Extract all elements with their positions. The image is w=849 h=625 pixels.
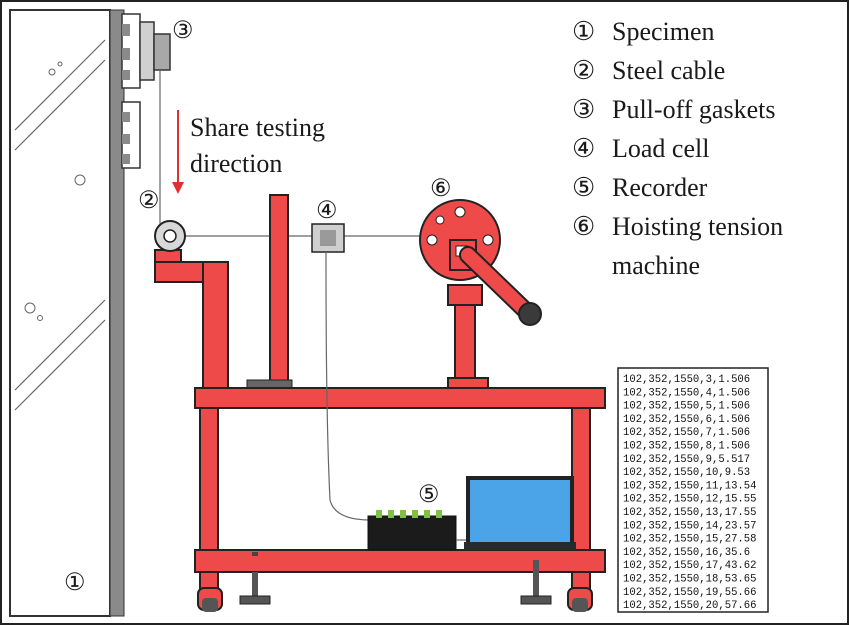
- hoisting-machine: [419, 199, 542, 326]
- direction-label-line2: direction: [190, 149, 282, 178]
- legend-num-4: ④: [572, 134, 595, 163]
- callout-gaskets: ③: [172, 18, 194, 44]
- callout-recorder: ⑤: [418, 482, 440, 508]
- callout-specimen: ①: [64, 570, 86, 596]
- support-wall: [109, 9, 125, 617]
- readout-line: 102,352,1550,7,1.506: [623, 427, 750, 439]
- readout-line: 102,352,1550,19,55.66: [623, 587, 757, 599]
- callout-load-cell: ④: [316, 198, 338, 224]
- readout-line: 102,352,1550,13,17.55: [623, 507, 757, 519]
- readout-line: 102,352,1550,6,1.506: [623, 414, 750, 426]
- readout-line: 102,352,1550,11,13.54: [623, 480, 757, 492]
- legend-label-6: Hoisting tension: [612, 212, 783, 241]
- legend-num-6: ⑥: [572, 212, 595, 241]
- readout-line: 102,352,1550,3,1.506: [623, 374, 750, 386]
- readout-line: 102,352,1550,4,1.506: [623, 387, 750, 399]
- pulley: [154, 220, 186, 252]
- legend-num-5: ⑤: [572, 173, 595, 202]
- readout-line: 102,352,1550,8,1.506: [623, 441, 750, 453]
- legend-label-5: Recorder: [612, 173, 708, 202]
- readout-line: 102,352,1550,17,43.62: [623, 560, 757, 572]
- readout-line: 102,352,1550,5,1.506: [623, 401, 750, 413]
- direction-label-line1: Share testing: [190, 113, 325, 142]
- readout-lines: 102,352,1550,3,1.506102,352,1550,4,1.506…: [623, 374, 757, 612]
- specimen-panel: [9, 9, 111, 617]
- readout-panel: [617, 367, 769, 613]
- test-frame: [154, 194, 606, 591]
- recorder-device: [367, 510, 470, 551]
- callout-hoist: ⑥: [430, 176, 452, 202]
- legend: ① Specimen ② Steel cable ③ Pull-off gask…: [572, 17, 783, 280]
- legend-label-2: Steel cable: [612, 56, 725, 85]
- caster-wheels: [197, 587, 593, 612]
- monitor: [464, 476, 576, 550]
- leveling-feet: [239, 552, 552, 605]
- legend-label-1: Specimen: [612, 17, 715, 46]
- legend-num-1: ①: [572, 17, 595, 46]
- pull-off-gaskets: [121, 13, 171, 169]
- direction-arrow: [172, 110, 184, 194]
- readout-line: 102,352,1550,10,9.53: [623, 467, 750, 479]
- legend-label-4: Load cell: [612, 134, 709, 163]
- readout-line: 102,352,1550,16,35.6: [623, 547, 750, 559]
- callout-cable: ②: [138, 188, 160, 214]
- legend-label-3: Pull-off gaskets: [612, 95, 775, 124]
- legend-num-3: ③: [572, 95, 595, 124]
- readout-line: 102,352,1550,9,5.517: [623, 454, 750, 466]
- readout-line: 102,352,1550,14,23.57: [623, 520, 757, 532]
- readout-line: 102,352,1550,20,57.66: [623, 600, 757, 612]
- legend-label-6-cont: machine: [612, 251, 700, 280]
- readout-line: 102,352,1550,18,53.65: [623, 574, 757, 586]
- readout-line: 102,352,1550,15,27.58: [623, 534, 757, 546]
- readout-line: 102,352,1550,12,15.55: [623, 494, 757, 506]
- load-cell: [311, 223, 371, 521]
- legend-num-2: ②: [572, 56, 595, 85]
